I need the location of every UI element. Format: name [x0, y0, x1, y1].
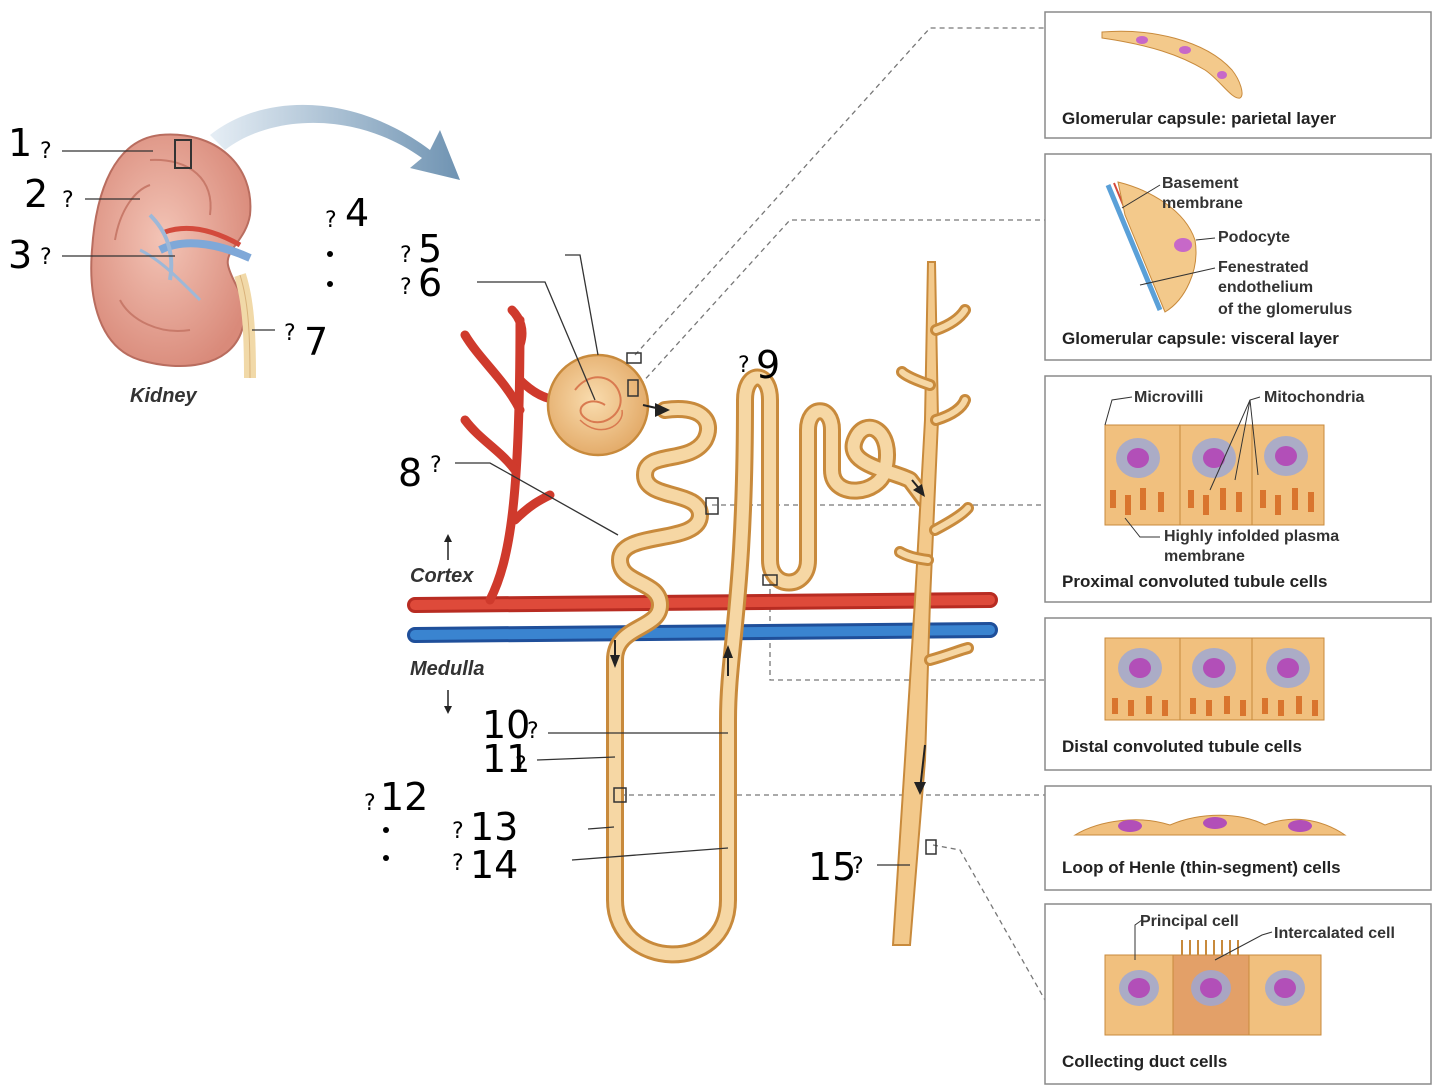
- question-mark-7: ?: [284, 321, 296, 346]
- number-2: 2: [24, 172, 48, 216]
- kidney-illustration: [90, 133, 256, 379]
- region-labels: [444, 534, 452, 714]
- question-mark-4: ?: [325, 208, 337, 233]
- label-fenestrated: Fenestrated: [1218, 259, 1309, 276]
- question-mark-15: ?: [852, 854, 864, 879]
- question-mark-3: ?: [40, 245, 52, 270]
- label-infolded-membrane: membrane: [1164, 548, 1245, 565]
- panel-distal-title: Distal convoluted tubule cells: [1062, 737, 1302, 756]
- number-7: 7: [304, 320, 328, 364]
- number-13: 13: [470, 805, 518, 849]
- panel-proximal-title: Proximal convoluted tubule cells: [1062, 572, 1327, 591]
- collecting-duct: [891, 261, 974, 946]
- question-mark-12: ?: [364, 791, 376, 816]
- question-mark-9: ?: [738, 353, 750, 378]
- kidney-label: Kidney: [130, 385, 198, 407]
- number-11: 11: [482, 737, 530, 781]
- number-15: 15: [808, 845, 856, 889]
- panel-collecting: Principal cell Intercalated cell Collect…: [1044, 903, 1432, 1085]
- number-10: 10: [482, 703, 530, 747]
- nephron-tubule: [606, 368, 934, 964]
- cortex-label: Cortex: [410, 565, 474, 587]
- curved-arrow-icon: [210, 104, 460, 180]
- label-intercalated-cell: Intercalated cell: [1274, 925, 1395, 942]
- question-mark-8: ?: [430, 453, 442, 478]
- glomerulus: [546, 352, 670, 457]
- label-principal-cell: Principal cell: [1140, 913, 1239, 930]
- question-mark-10: ?: [527, 719, 539, 744]
- panel-collecting-title: Collecting duct cells: [1062, 1052, 1227, 1071]
- label-basement: Basement: [1162, 175, 1239, 192]
- question-mark-11: ?: [515, 753, 527, 778]
- number-4: 4: [345, 191, 369, 235]
- label-podocyte: Podocyte: [1218, 229, 1290, 246]
- panel-proximal: Microvilli Mitochondria Highly infolded …: [1044, 375, 1432, 603]
- number-9: 9: [756, 343, 780, 387]
- question-mark-5: ?: [400, 243, 412, 268]
- label-infolded: Highly infolded plasma: [1164, 528, 1339, 545]
- number-14: 14: [470, 843, 518, 887]
- panel-henle: Loop of Henle (thin-segment) cells: [1044, 785, 1432, 891]
- number-labels: 1 ? 2 ? 3 ? ? 4 ? 5 ? 6 ? 7 8 ? ? 9 10 ?…: [8, 121, 864, 889]
- label-endothelium: endothelium: [1218, 279, 1313, 296]
- question-mark-13: ?: [452, 819, 464, 844]
- question-mark-14: ?: [452, 851, 464, 876]
- blood-vessels: [407, 305, 998, 643]
- panel-visceral: Basement membrane Podocyte Fenestrated e…: [1044, 153, 1432, 361]
- number-3: 3: [8, 233, 32, 277]
- leader-lines: [62, 150, 910, 866]
- label-microvilli: Microvilli: [1134, 389, 1203, 406]
- panel-distal: Distal convoluted tubule cells: [1044, 617, 1432, 771]
- number-1: 1: [8, 121, 32, 165]
- number-6: 6: [418, 261, 442, 305]
- proximal-cells: [1104, 424, 1325, 526]
- tubule-marks: [610, 479, 925, 803]
- number-8: 8: [398, 451, 422, 495]
- label-glomerulus: of the glomerulus: [1218, 301, 1352, 318]
- panel-visceral-title: Glomerular capsule: visceral layer: [1062, 329, 1339, 348]
- medulla-label: Medulla: [410, 658, 484, 680]
- label-mitochondria: Mitochondria: [1264, 389, 1365, 406]
- number-12: 12: [380, 775, 428, 819]
- panel-parietal: Glomerular capsule: parietal layer: [1044, 11, 1432, 139]
- bullet-dots: [327, 251, 389, 861]
- question-mark-1: ?: [40, 139, 52, 164]
- panel-henle-title: Loop of Henle (thin-segment) cells: [1062, 858, 1341, 877]
- label-membrane: membrane: [1162, 195, 1243, 212]
- question-mark-6: ?: [400, 275, 412, 300]
- panel-parietal-title: Glomerular capsule: parietal layer: [1062, 109, 1336, 128]
- number-5: 5: [418, 227, 442, 271]
- question-mark-2: ?: [62, 188, 74, 213]
